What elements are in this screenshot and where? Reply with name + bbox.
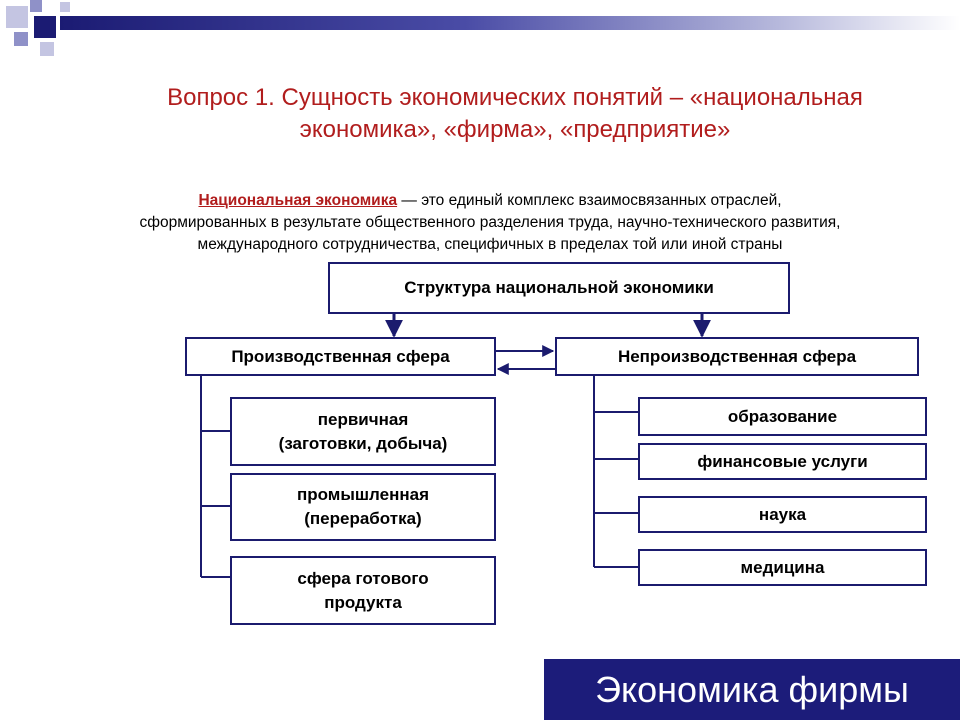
decor-square <box>60 2 70 12</box>
slide-title-line: Вопрос 1. Сущность экономических понятий… <box>167 84 863 111</box>
node-label: финансовые услуги <box>697 451 868 471</box>
nonproduction-sphere-node: Непроизводственная сфера <box>555 337 919 376</box>
production-sphere-node: Производственная сфера <box>185 337 496 376</box>
node-label-line: (заготовки, добыча) <box>278 433 448 453</box>
node-label: медицина <box>740 557 825 577</box>
definition-line: международного сотрудничества, специфичн… <box>197 236 783 253</box>
definition-line: сформированных в результате общественног… <box>139 214 841 231</box>
production-child-node: сфера готового продукта <box>230 556 496 625</box>
header-gradient-bar <box>60 16 960 30</box>
decor-square <box>14 32 28 46</box>
node-label: наука <box>758 504 807 524</box>
root-node: Структура национальной экономики <box>328 262 790 314</box>
decor-square <box>6 6 28 28</box>
node-label-line: (переработка) <box>304 509 422 528</box>
definition-term: Национальная экономика <box>198 192 398 209</box>
root-node-label: Структура национальной экономики <box>404 278 714 297</box>
nonproduction-child-node: финансовые услуги <box>638 443 927 480</box>
decor-square <box>40 42 54 56</box>
node-label-line: промышленная <box>296 485 429 504</box>
node-label-line: первичная <box>317 409 409 429</box>
definition-text: Национальная экономика — это единый комп… <box>40 190 940 256</box>
decor-square <box>30 0 42 12</box>
slide-title-line: экономика», «фирма», «предприятие» <box>299 116 731 143</box>
nonproduction-child-node: образование <box>638 397 927 436</box>
nonproduction-child-node: наука <box>638 496 927 533</box>
node-label-line: сфера готового <box>297 568 429 588</box>
footer-brand-banner: Экономика фирмы <box>544 659 960 720</box>
production-child-node: промышленная (переработка) <box>230 473 496 541</box>
node-label: образование <box>727 406 838 426</box>
decor-square <box>34 16 56 38</box>
production-sphere-label: Производственная сфера <box>231 346 450 366</box>
nonproduction-child-node: медицина <box>638 549 927 586</box>
production-child-node: первичная (заготовки, добыча) <box>230 397 496 466</box>
slide-title: Вопрос 1. Сущность экономических понятий… <box>80 82 950 146</box>
definition-rest: — это единый комплекс взаимосвязанных от… <box>397 192 782 209</box>
nonproduction-sphere-label: Непроизводственная сфера <box>617 346 857 366</box>
footer-brand-label: Экономика фирмы <box>595 668 909 710</box>
node-label-line: продукта <box>324 592 402 612</box>
definition-line: Национальная экономика — это единый комп… <box>40 190 940 212</box>
